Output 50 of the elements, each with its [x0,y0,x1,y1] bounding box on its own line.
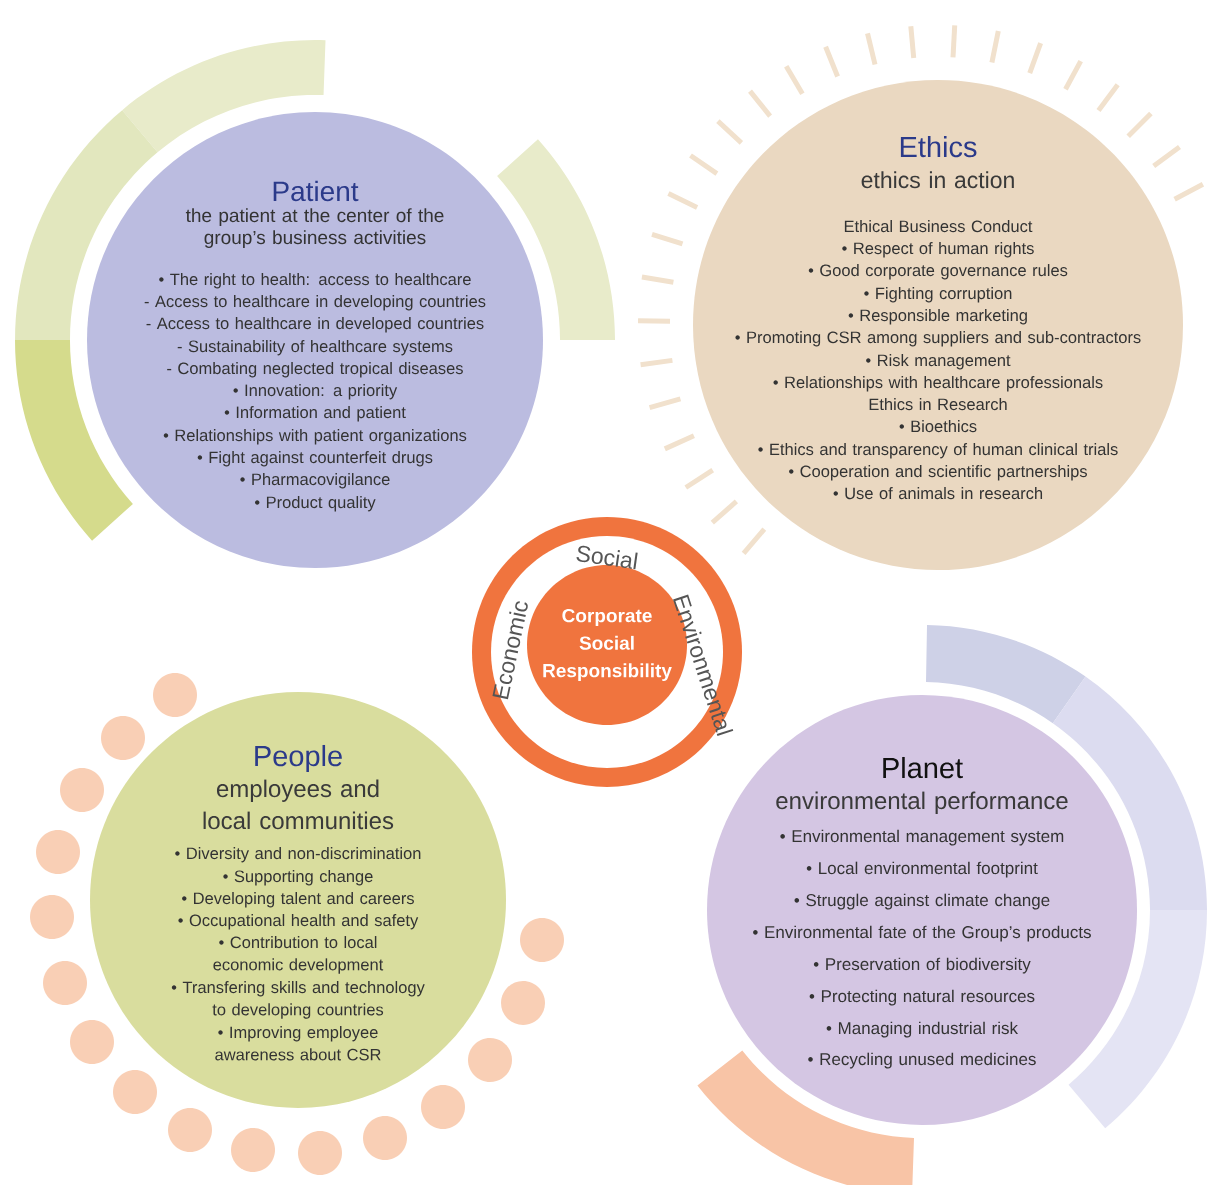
list-item: • Developing talent and careers [182,892,414,908]
list-item: • Pharmacovigilance [240,473,390,489]
list-item: • Fighting corruption [864,287,1012,303]
list-item: • Relationships with healthcare professionals [773,376,1103,392]
list-item: - Access to healthcare in developed countries [146,317,484,333]
list-item: • Diversity and non-discrimination [175,847,421,863]
list-item: • Cooperation and scientific partnerships [789,465,1087,481]
circle-subtitle: the patient at the center of the group’s business activities [185,208,444,248]
list-item: • Use of animals in research [833,487,1043,500]
circle-title: Planet [883,756,963,779]
circle-title: Ethics [900,135,977,158]
list-item: - Combating neglected tropical diseases [167,362,463,378]
circle-subtitle: employees and local communities [203,779,394,830]
list-item: • Occupational health and safety [178,914,419,930]
list-item: • Information and patient [224,406,406,422]
ring-word: Social [576,545,638,570]
circle-subtitle: environmental performance [776,791,1068,814]
list-item: • Relationships with patient organizations [163,429,467,445]
list-item: • Protecting natural resources [809,989,1035,1006]
center-title: Corporate Social Responsibility [543,608,672,682]
list-item: • Bioethics [899,420,977,433]
list-item: • The right to health: access to healthcare [159,273,471,289]
list-item: • Environmental fate of the Group’s products [753,925,1091,942]
list-item: • Preservation of biodiversity [813,957,1031,974]
list-item: • Environmental management system [780,829,1064,846]
list-item: • Responsible marketing [848,309,1027,325]
list-item: • Ethics and transparency of human clinical trials [758,443,1118,459]
list-item: • Transfering skills and technology to developing countries [171,981,425,1019]
list-item: • Recycling unused medicines [808,1052,1036,1069]
list-item: - Sustainability of healthcare systems [177,340,453,356]
circle-title: Patient [273,180,359,202]
list-item: • Risk management [866,354,1011,370]
circle-subtitle: ethics in action [861,171,1014,189]
list-item: • Promoting CSR among suppliers and sub-contractors [735,331,1141,347]
list-item: • Innovation: a priority [233,384,398,400]
ring-word: Economic [492,601,528,700]
list-item: - Access to healthcare in developing countries [144,295,486,311]
list-item: • Fight against counterfeit drugs [197,451,433,467]
list-item: • Struggle against climate change [794,893,1050,910]
list-item: Ethics in Research [869,398,1007,411]
list-item: • Good corporate governance rules [808,264,1068,280]
list-item: • Supporting change [223,870,373,886]
list-item: • Contribution to local economic development [213,936,384,974]
list-item: • Local environmental footprint [806,861,1038,878]
circle-title: People [255,744,342,772]
list-item: Ethical Business Conduct [844,220,1033,233]
list-item: • Product quality [255,496,376,512]
list-item: • Improving employee awareness about CSR [215,1026,381,1061]
list-item: • Managing industrial risk [826,1021,1019,1038]
list-item: • Respect of human rights [842,242,1034,258]
